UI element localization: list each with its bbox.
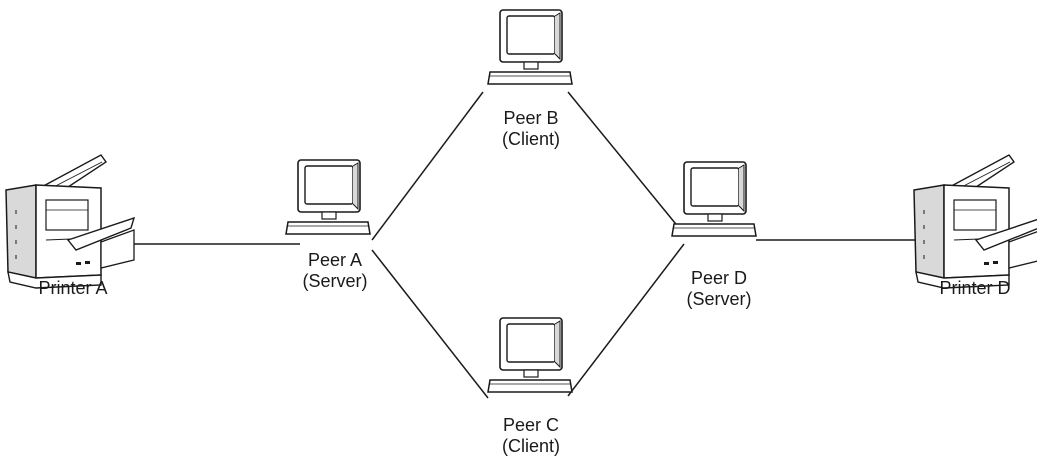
link-peer-c-peer-d [567,243,685,397]
node-role: (Client) [501,436,560,456]
node-name: Peer B [503,108,559,128]
printer-a-label: Printer A [18,278,128,299]
printer-icon [5,154,135,289]
peer-a-label: Peer A (Server) [280,250,390,292]
node-name: Printer A [38,278,108,298]
link-peer-b-peer-d [567,91,685,235]
peer-d-label: Peer D (Server) [664,268,774,310]
node-name: Peer C [502,415,560,435]
link-peer-a-peer-b [371,91,484,241]
node-role: (Client) [501,129,560,149]
node-role: (Server) [686,289,752,309]
link-peer-a-peer-c [371,249,489,399]
computer-icon [671,161,757,237]
node-name: Peer D [690,268,748,288]
printer-d-label: Printer D [920,278,1030,299]
computer-icon [487,317,573,393]
printer-icon [913,154,1037,289]
computer-icon [487,9,573,85]
peer-c-label: Peer C (Client) [476,415,586,457]
node-role: (Server) [302,271,368,291]
node-name: Printer D [939,278,1011,298]
peer-b-label: Peer B (Client) [476,108,586,150]
node-name: Peer A [307,250,363,270]
computer-icon [285,159,371,235]
